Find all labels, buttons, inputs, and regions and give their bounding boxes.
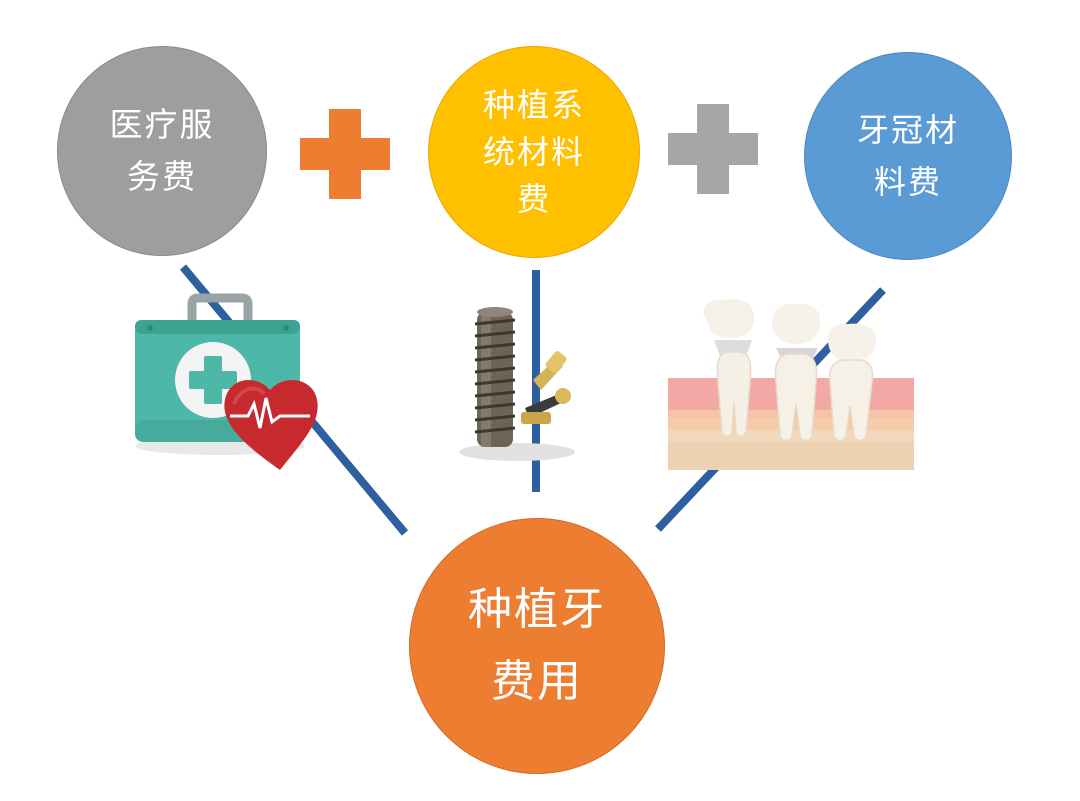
implant-total-cost-label: 种植牙 费用 xyxy=(468,584,606,707)
implant-system-material-fee-node: 种植系 统材料 费 xyxy=(428,46,640,258)
crown-material-fee-label: 牙冠材 料费 xyxy=(856,111,959,201)
implant-system-material-fee-label: 种植系 统材料 费 xyxy=(482,85,585,218)
plus-sign-icon xyxy=(300,109,390,199)
first-aid-kit-with-heart-icon xyxy=(135,293,318,470)
dental-implant-screw-icon xyxy=(459,307,575,461)
medical-service-fee-label: 医疗服 务费 xyxy=(109,105,215,196)
dental-crowns-on-gum-icon xyxy=(668,299,914,470)
implant-total-cost-node: 种植牙 费用 xyxy=(409,518,665,774)
crown-material-fee-node: 牙冠材 料费 xyxy=(804,52,1012,260)
plus-sign-icon xyxy=(668,104,758,194)
medical-service-fee-node: 医疗服 务费 xyxy=(57,46,267,256)
